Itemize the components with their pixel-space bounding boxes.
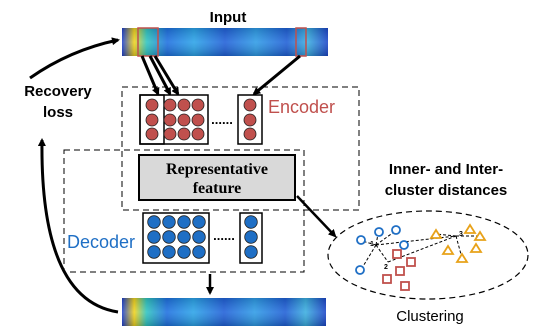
feature-line1: Representative — [166, 161, 268, 178]
input-to-encoder-arrows — [140, 54, 301, 96]
encoder-label: Encoder — [268, 97, 335, 117]
cluster-point — [392, 249, 402, 259]
neuron — [244, 230, 258, 244]
cluster-distance-lines — [361, 231, 478, 269]
neuron — [145, 127, 159, 141]
centroid-label-1: 1 — [370, 241, 374, 248]
cluster-blue-points — [355, 225, 409, 275]
cluster-point — [355, 265, 365, 275]
neuron — [163, 113, 177, 127]
neuron — [243, 127, 257, 141]
recovery-loss-line2: loss — [43, 104, 73, 121]
neuron — [243, 98, 257, 112]
input-window-highlight — [137, 27, 159, 57]
recovery-loss-line1: Recovery — [24, 83, 92, 100]
feature-line2: feature — [193, 180, 242, 197]
feature-to-clustering-arrow — [296, 195, 337, 238]
cluster-point — [374, 227, 384, 237]
decoder-label: Decoder — [67, 232, 135, 252]
neuron — [177, 113, 191, 127]
neuron — [145, 98, 159, 112]
encoder-ellipsis: ...... — [211, 112, 233, 127]
distances-line2: cluster distances — [385, 182, 508, 199]
neuron — [191, 113, 205, 127]
neuron — [191, 98, 205, 112]
centroid-label-3: 3 — [459, 231, 463, 238]
cluster-orange-points — [429, 223, 487, 263]
cluster-point — [429, 228, 443, 239]
recovery-arrow-top — [29, 37, 120, 80]
recovery-arrow-bottom — [37, 138, 119, 314]
cluster-point — [391, 225, 401, 235]
cluster-point — [463, 223, 477, 234]
cluster-red-points — [382, 249, 416, 291]
neuron — [177, 230, 191, 244]
cluster-point — [382, 274, 392, 284]
cluster-point — [356, 235, 366, 245]
centroid-label-2: 2 — [384, 264, 388, 271]
neuron — [177, 127, 191, 141]
neuron — [147, 245, 161, 259]
cluster-point — [400, 281, 410, 291]
neuron — [163, 98, 177, 112]
neuron — [162, 215, 176, 229]
neuron — [192, 215, 206, 229]
cluster-point — [455, 252, 469, 263]
neuron — [162, 230, 176, 244]
clustering-label: Clustering — [396, 308, 464, 325]
cluster-point — [469, 242, 483, 253]
neuron — [177, 245, 191, 259]
neuron — [163, 127, 177, 141]
decoder-region — [63, 149, 305, 273]
neuron — [244, 215, 258, 229]
distances-line1: Inner- and Inter- — [389, 161, 503, 178]
decoder-ellipsis: ...... — [213, 228, 235, 243]
neuron — [162, 245, 176, 259]
input-spectrogram — [122, 27, 328, 57]
neuron — [177, 215, 191, 229]
cluster-point — [406, 257, 416, 267]
neuron — [145, 113, 159, 127]
input-title: Input — [210, 9, 247, 26]
cluster-point — [473, 230, 487, 241]
cluster-point — [399, 240, 409, 250]
neuron — [191, 127, 205, 141]
neuron — [244, 245, 258, 259]
neuron — [192, 230, 206, 244]
cluster-point — [441, 244, 455, 255]
neuron — [243, 113, 257, 127]
neuron — [192, 245, 206, 259]
representative-feature-box — [138, 154, 296, 201]
cluster-point — [395, 266, 405, 276]
neuron — [147, 215, 161, 229]
neuron — [177, 98, 191, 112]
decoder-neurons — [147, 215, 258, 259]
encoder-neurons — [145, 98, 257, 141]
output-spectrogram — [122, 298, 326, 326]
neuron — [147, 230, 161, 244]
clustering-region — [327, 210, 529, 300]
input-window-highlight — [295, 27, 307, 57]
